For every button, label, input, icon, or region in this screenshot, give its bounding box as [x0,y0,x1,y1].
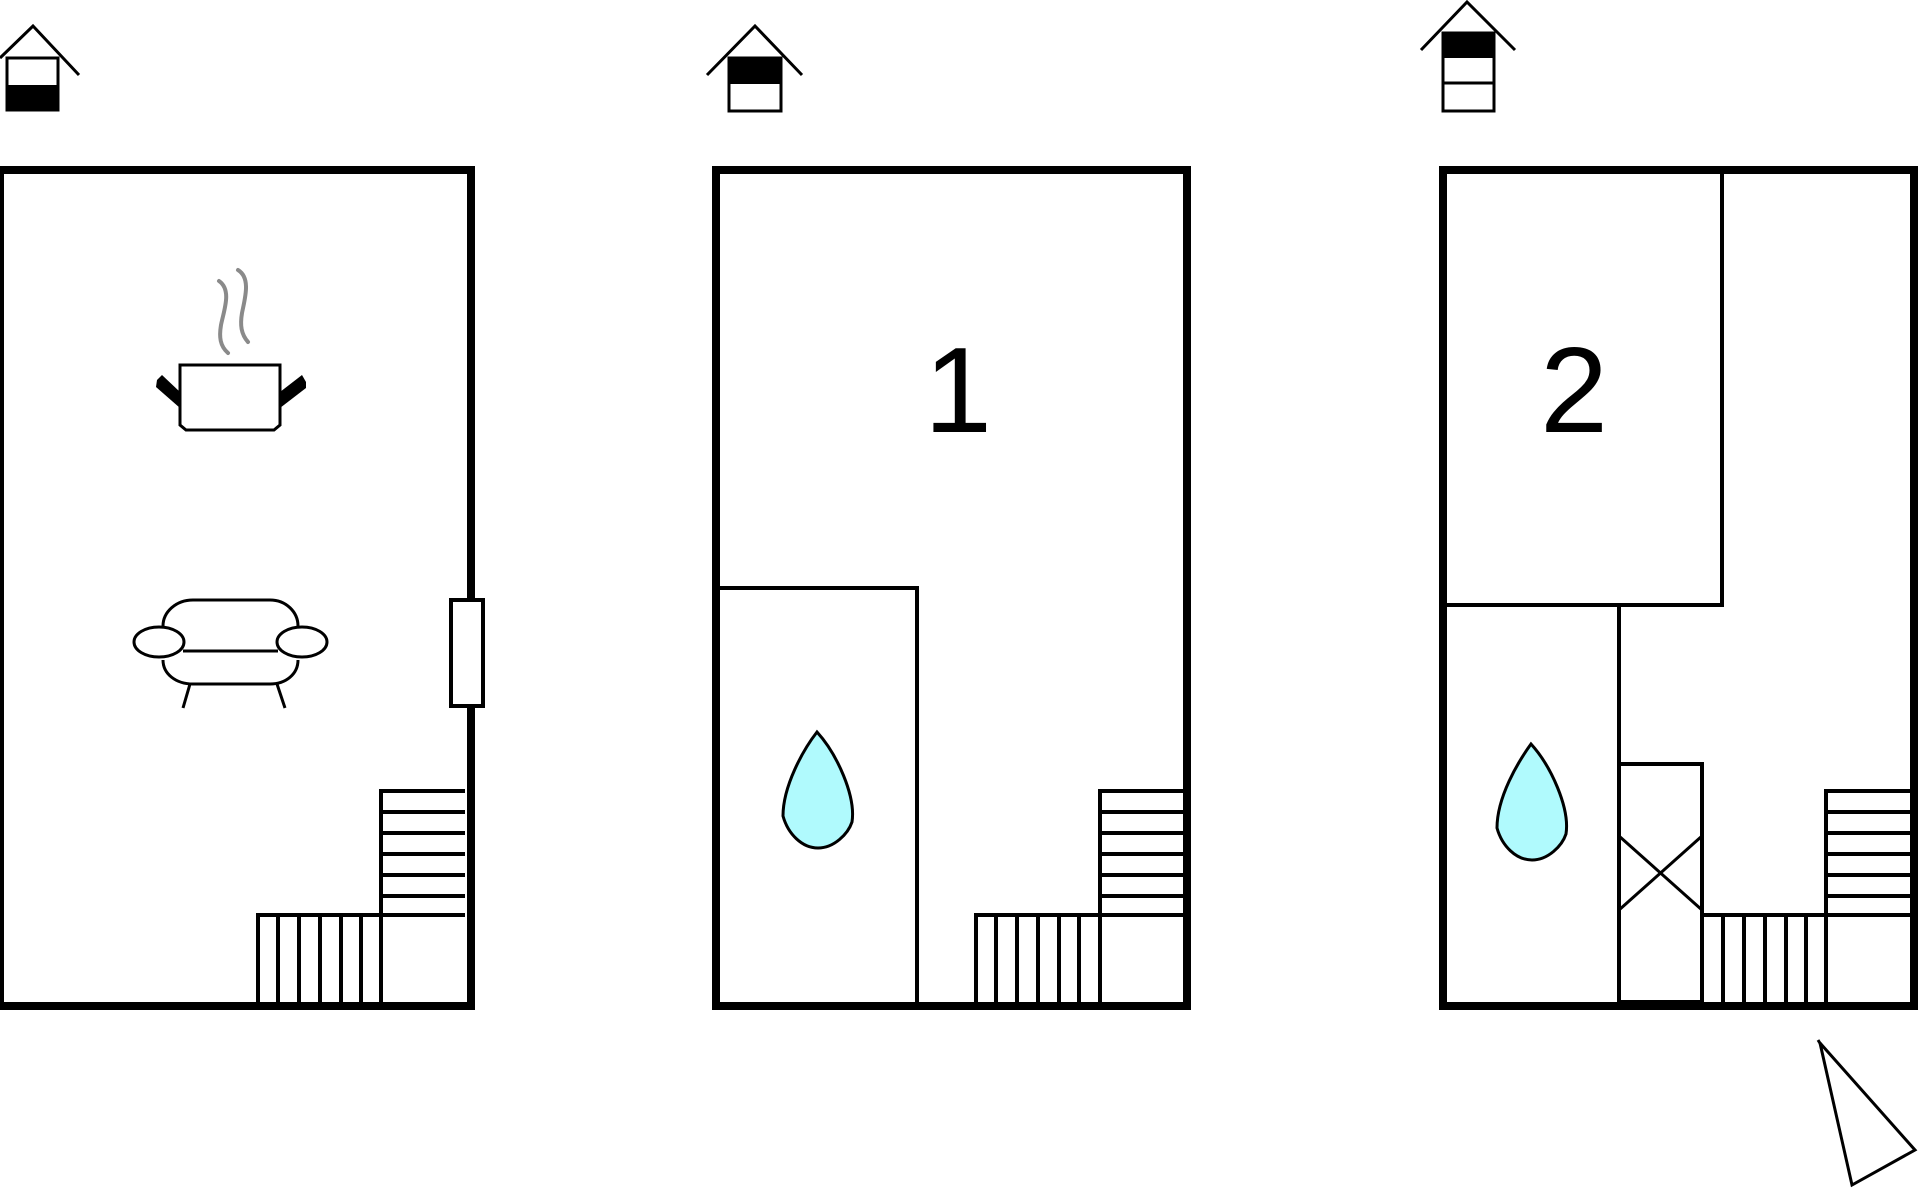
floor-plan-first: 1 [712,166,1191,1010]
water-drop-icon [1495,741,1569,862]
house-level-2-icon [1419,0,1517,113]
water-drop-icon [781,729,855,850]
staircase-icon [256,789,465,1006]
room-label-1: 1 [924,322,992,458]
floor-plan-ground [0,166,485,1010]
room-label-2: 2 [1540,322,1608,458]
north-arrow-icon [1818,1042,1918,1188]
staircase-icon [974,789,1183,1006]
sofa-icon [132,598,329,709]
cooking-pot-icon [156,268,306,432]
floor-plan-second: 2 [1439,166,1918,1010]
house-level-1-icon [705,23,804,113]
staircase-icon [1700,789,1910,1006]
house-level-0-icon [0,23,81,112]
